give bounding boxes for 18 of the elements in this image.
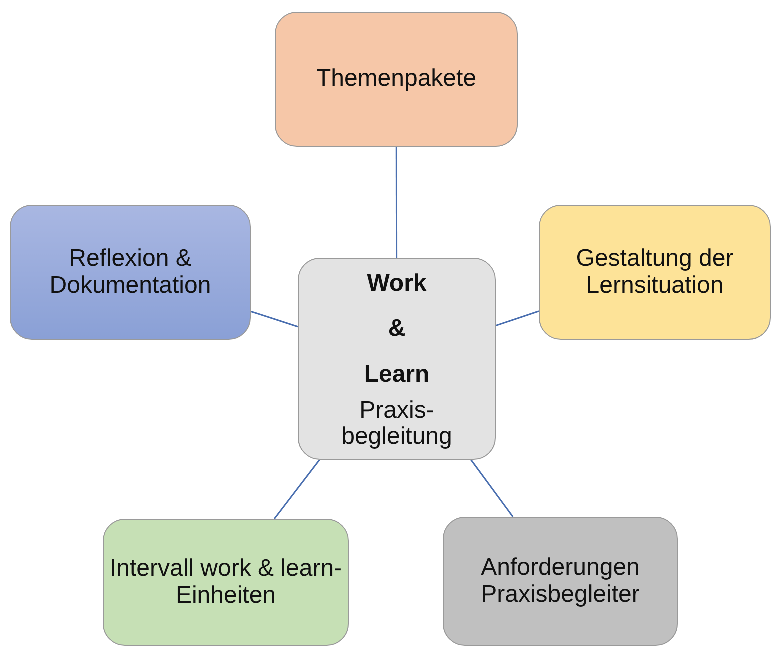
topic-box bbox=[443, 517, 678, 646]
box-label: Anforderungen Praxisbegleiter bbox=[480, 554, 641, 608]
connector-line bbox=[470, 460, 514, 518]
box-label: Themenpakete bbox=[316, 66, 477, 93]
topic-box bbox=[275, 12, 518, 147]
center-box bbox=[298, 258, 496, 460]
topic-box bbox=[10, 205, 251, 340]
topic-box bbox=[103, 519, 349, 646]
connector-line bbox=[496, 310, 540, 327]
connector-line bbox=[274, 460, 320, 520]
box-title: Work & Learn bbox=[364, 268, 430, 390]
connector-line bbox=[250, 310, 298, 328]
box-label: Praxis- begleitung bbox=[340, 398, 454, 452]
box-label: Reflexion & Dokumentation bbox=[48, 246, 212, 300]
connector-line bbox=[396, 147, 398, 258]
box-label: Gestaltung der Lernsituation bbox=[575, 246, 735, 300]
box-label: Intervall work & learn-Einheiten bbox=[108, 556, 344, 610]
topic-box bbox=[539, 205, 771, 340]
